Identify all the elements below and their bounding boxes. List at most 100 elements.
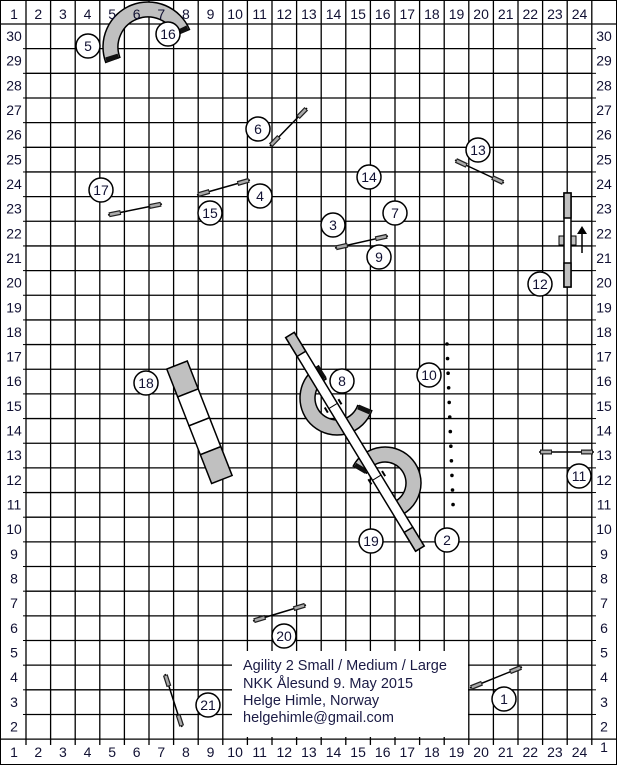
course-title: Agility 2 Small / Medium / Large	[243, 658, 447, 674]
row-label-left: 7	[10, 595, 18, 611]
jump-wing-fill	[177, 715, 183, 726]
column-label-bottom: 6	[133, 744, 141, 760]
number-label: 16	[160, 26, 176, 42]
dogwalk-support	[323, 406, 329, 414]
number-label: 20	[276, 628, 292, 644]
row-label-right: 10	[596, 521, 612, 537]
jump	[334, 233, 389, 251]
column-label-bottom: 14	[326, 744, 342, 760]
obstacle-number-1: 1	[491, 686, 517, 712]
weave-pole	[450, 488, 455, 492]
column-label-bottom: 19	[449, 744, 465, 760]
row-label-right: 3	[600, 694, 608, 710]
number-label: 1	[500, 691, 508, 707]
obstacle-number-21: 21	[195, 692, 221, 718]
row-label-left: 5	[10, 645, 18, 661]
jump-wing-fill	[294, 604, 305, 610]
number-label: 7	[391, 205, 399, 221]
number-circle	[329, 368, 355, 394]
column-label-bottom: 23	[547, 744, 563, 760]
column-label-top: 7	[157, 6, 165, 22]
number-label: 17	[93, 182, 109, 198]
row-label-left: 19	[6, 299, 22, 315]
number-circle	[133, 370, 159, 396]
jump-wing-fill	[471, 682, 482, 689]
column-label-top: 24	[572, 6, 588, 22]
column-label-top: 17	[400, 6, 416, 22]
tire-section	[563, 262, 572, 288]
row-label-right: 13	[596, 447, 612, 463]
a-frame-section	[199, 445, 234, 485]
column-label-bottom: 1	[10, 744, 18, 760]
column-label-top: 20	[473, 6, 489, 22]
column-label-bottom: 3	[59, 744, 67, 760]
column-label-bottom: 11	[252, 744, 267, 760]
column-label-bottom: 10	[227, 744, 243, 760]
dogwalk-support	[367, 478, 373, 485]
number-circle	[88, 177, 114, 203]
jump	[196, 177, 251, 198]
tire-section	[563, 192, 572, 219]
jump-wing-fill	[336, 244, 347, 249]
column-label-top: 9	[207, 6, 215, 22]
column-label-top: 15	[350, 6, 366, 22]
jump-wing-fill	[376, 235, 387, 240]
row-label-right: 9	[600, 546, 608, 562]
info-box: Agility 2 Small / Medium / Large NKK Åle…	[232, 651, 468, 737]
column-label-top: 16	[375, 6, 391, 22]
jump-wing-fill	[510, 666, 521, 673]
row-label-right: 23	[596, 201, 612, 217]
jump	[454, 158, 505, 185]
number-circle	[271, 623, 297, 649]
jump-wing-fill	[164, 675, 170, 686]
tunnel-body	[102, 1, 191, 64]
row-label-left: 30	[6, 28, 22, 44]
row-label-right: 27	[596, 102, 612, 118]
row-label-right: 24	[596, 176, 612, 192]
tunnel-end	[353, 462, 368, 474]
a-frame	[165, 360, 234, 485]
weave-pole	[446, 386, 451, 390]
row-label-left: 13	[6, 447, 22, 463]
course-judge: Helge Himle, Norway	[243, 693, 380, 709]
row-label-right: 2	[600, 718, 608, 734]
course-event: NKK Ålesund 9. May 2015	[243, 675, 413, 692]
column-label-bottom: 20	[473, 744, 489, 760]
jump-wing-fill	[238, 179, 249, 185]
column-label-bottom: 17	[400, 744, 416, 760]
obstacle-number-17: 17	[88, 177, 114, 203]
obstacle-number-8: 8	[329, 368, 355, 394]
number-label: 6	[254, 121, 262, 137]
row-label-left: 24	[6, 176, 22, 192]
column-label-bottom: 13	[301, 744, 317, 760]
weave-pole	[447, 415, 452, 419]
number-label: 19	[363, 533, 379, 549]
number-circle	[491, 686, 517, 712]
weave-pole	[450, 473, 454, 478]
weave-pole	[451, 502, 455, 507]
column-label-bottom: 15	[350, 744, 366, 760]
column-label-bottom: 22	[523, 744, 539, 760]
row-label-left: 27	[6, 102, 22, 118]
row-label-left: 15	[6, 398, 22, 414]
obstacle-number-4: 4	[247, 183, 273, 209]
number-label: 11	[572, 468, 587, 484]
column-label-top: 5	[108, 6, 116, 22]
dogwalk-support	[337, 398, 343, 405]
dogwalk-joint	[328, 402, 338, 409]
dogwalk	[284, 331, 426, 553]
row-label-right: 19	[596, 299, 612, 315]
column-label-bottom: 8	[182, 744, 190, 760]
row-label-left: 8	[10, 571, 18, 587]
jump-wing-fill	[149, 203, 161, 208]
row-label-left: 4	[10, 669, 18, 685]
column-label-top: 4	[84, 6, 92, 22]
row-label-right: 1	[600, 739, 608, 755]
number-circle	[358, 528, 384, 554]
jump	[469, 665, 523, 690]
column-label-top: 21	[498, 6, 514, 22]
row-label-left: 9	[10, 546, 18, 562]
column-label-top: 8	[182, 6, 190, 22]
number-label: 13	[470, 142, 486, 158]
column-label-bottom: 7	[157, 744, 165, 760]
